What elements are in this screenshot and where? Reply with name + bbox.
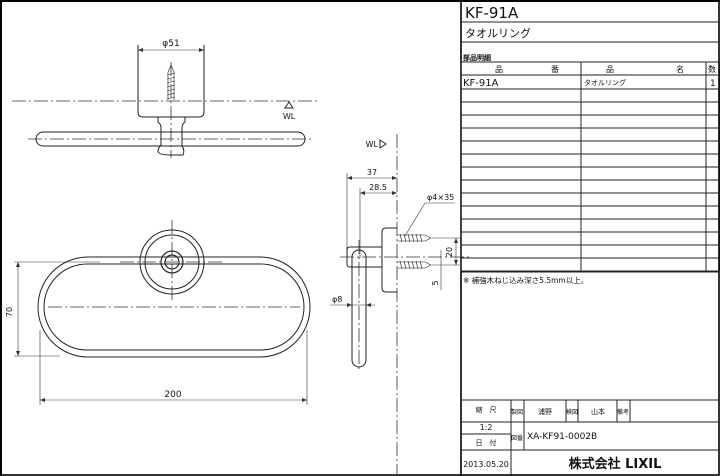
col-header-part-no-1: 品	[495, 65, 503, 74]
remarks-label: 備考	[617, 408, 629, 416]
drawing-number: XA-KF91-0002B	[527, 432, 597, 442]
width-dimension-label: 200	[164, 390, 181, 400]
front-view: 70 200	[5, 220, 311, 405]
screw-pitch-label: 20	[445, 247, 454, 257]
wl-side-label: WL	[366, 140, 379, 149]
product-name: タオルリング	[465, 26, 531, 40]
col-header-qty: 数	[708, 64, 716, 74]
row-name: タオルリング	[584, 78, 626, 87]
row-part-no: KF-91A	[463, 78, 499, 89]
wl-top-label: WL	[283, 112, 296, 121]
depth-dimension-label: 37	[367, 168, 377, 177]
top-view: φ51 WL	[12, 39, 320, 158]
model-number: KF-91A	[465, 4, 519, 22]
title-block: KF-91A タオルリング 部品明細 品 番 品 名 数 KF-91A タオルリ…	[460, 0, 720, 476]
drawing-number-label: 図番	[511, 435, 523, 442]
col-header-name-2: 名	[676, 64, 684, 74]
rod-diameter-label: φ8	[332, 295, 342, 304]
installation-note: ※ 補強木ねじ込み深さ5.5mm以上。	[463, 275, 588, 285]
date-value: 2013.05.20	[463, 460, 509, 469]
rosette-diameter-label: φ51	[162, 39, 179, 49]
screw-size-label: φ4×35	[427, 193, 454, 202]
date-label: 日 付	[476, 438, 497, 447]
center-depth-dimension-label: 28.5	[369, 183, 387, 192]
row-qty: 1	[710, 79, 716, 89]
scale-value: 1:2	[480, 423, 493, 432]
height-dimension-label: 70	[5, 307, 14, 317]
checked-label: 検図	[566, 408, 578, 416]
side-view: WL 37 28.5 φ4×35 20	[330, 134, 470, 476]
col-header-part-no-2: 番	[551, 64, 559, 74]
company-logo: 株式会社 LIXIL	[569, 456, 662, 472]
screw-offset-label: 5	[431, 280, 440, 285]
checked-by: 山本	[591, 407, 605, 416]
drawn-by: 浦野	[538, 407, 552, 416]
parts-list-label: 部品明細	[463, 53, 491, 62]
screw-icon	[397, 260, 432, 270]
table-row: KF-91A タオルリング 1	[463, 78, 716, 89]
scale-label: 縮 尺	[476, 405, 497, 414]
screw-icon	[397, 233, 432, 243]
col-header-name-1: 品	[606, 65, 614, 74]
drawn-label: 製図	[511, 408, 523, 416]
